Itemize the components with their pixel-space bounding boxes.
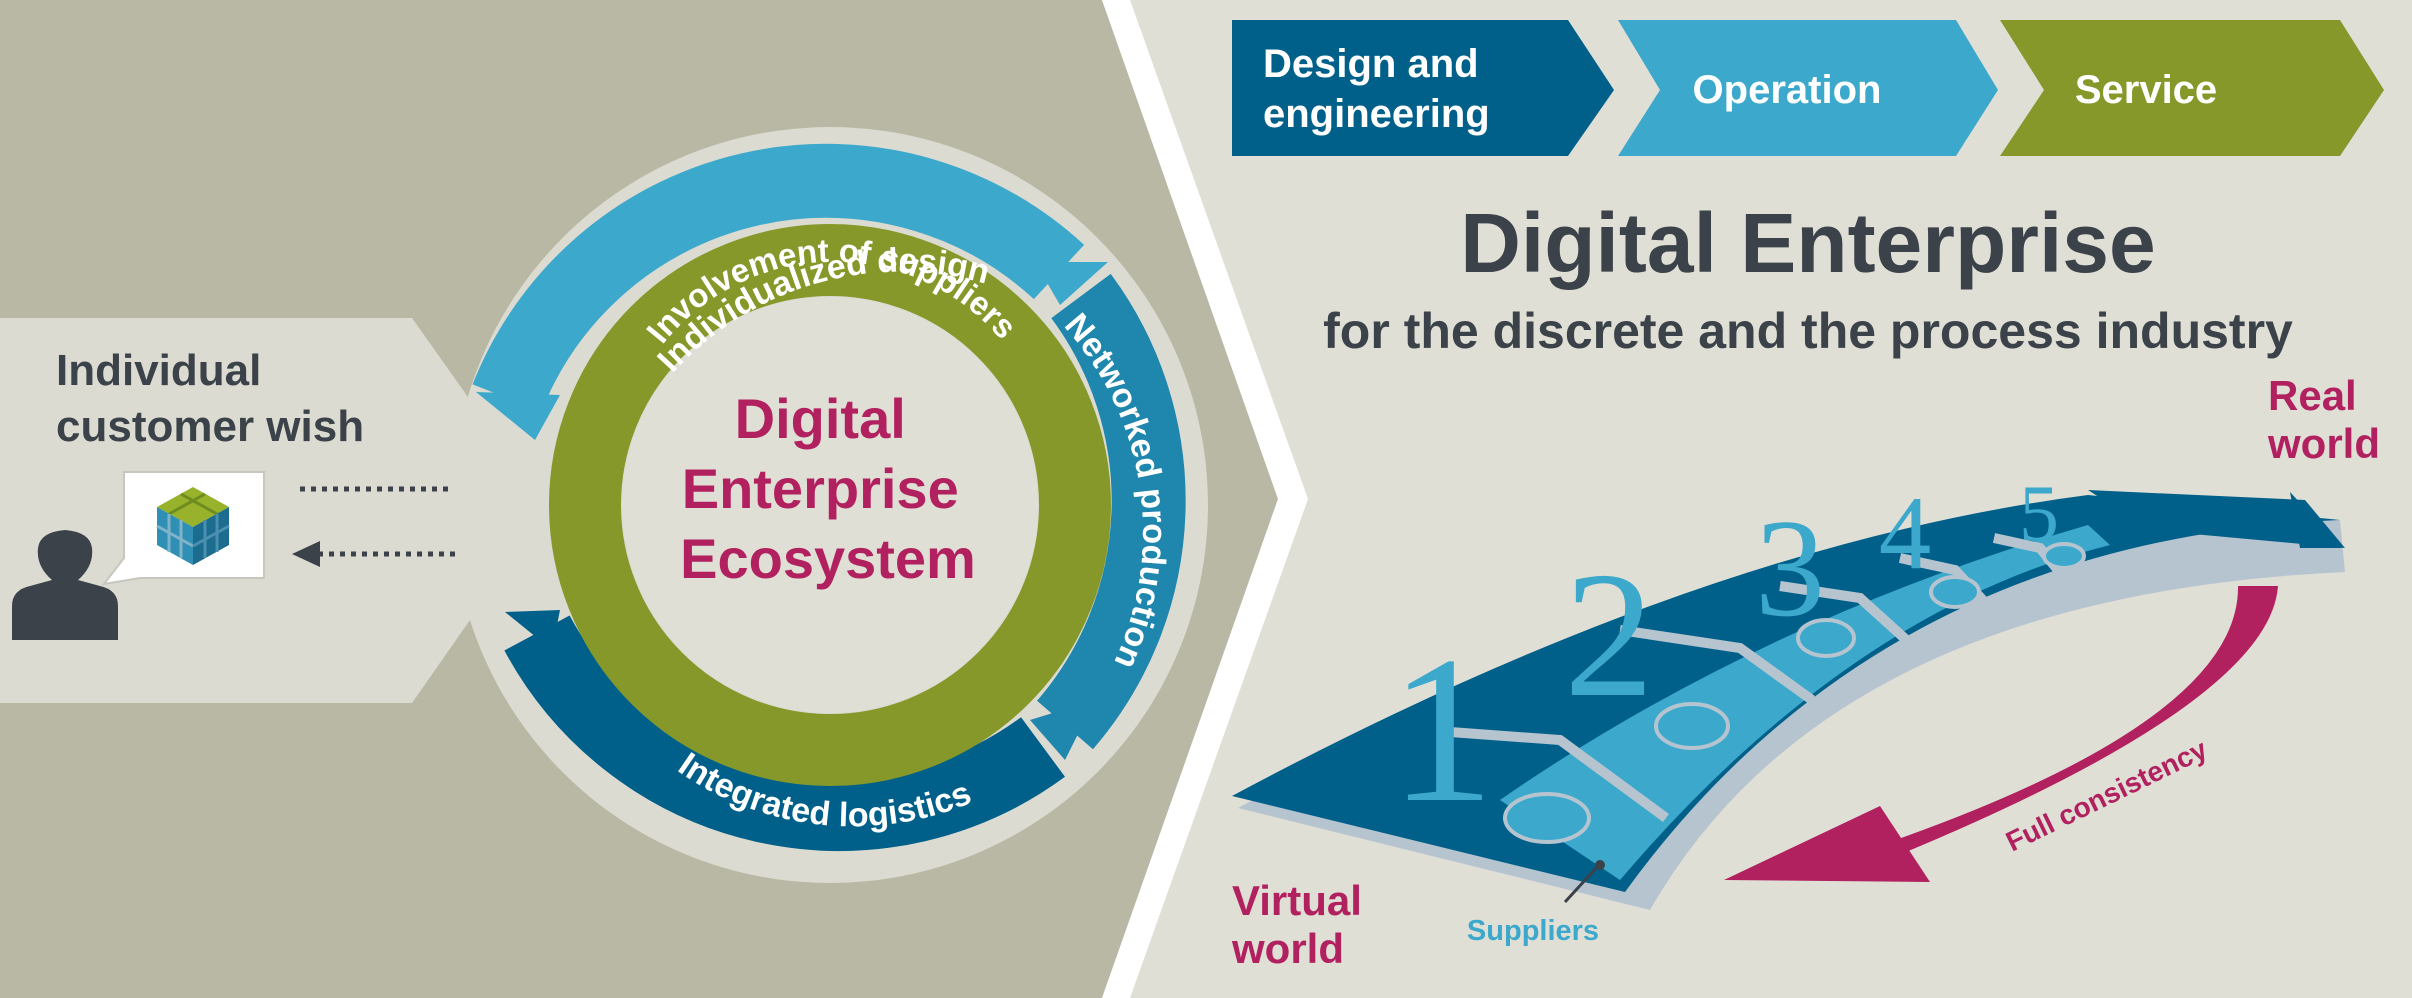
step-number-1: 1 <box>1390 614 1495 846</box>
step-number-3: 3 <box>1755 491 1825 646</box>
step-number-4: 4 <box>1879 474 1932 591</box>
arrowhead-logistics <box>1030 700 1095 760</box>
tab-operation-label: Operation <box>1693 68 1882 112</box>
arc-integrated-logistics <box>504 615 1065 851</box>
arc-networked-production <box>1036 273 1186 750</box>
full-consistency-arrowhead <box>1724 806 1930 882</box>
puzzle-top-arrow <box>2088 490 2345 548</box>
arc-individualized-design <box>472 143 1085 412</box>
suppliers-pointer-dot <box>1595 860 1605 870</box>
virtual-world-label: Virtual world <box>1231 877 1374 972</box>
puzzle-arrowhead <box>2290 492 2342 548</box>
headline-title: Digital Enterprise <box>1460 196 2156 290</box>
arrowhead-networked <box>1035 262 1108 305</box>
ecosystem-title: Digital Enterprise Ecosystem <box>680 387 976 590</box>
ecosystem-center <box>622 297 1038 713</box>
tab-design-engineering-label: Design and engineering <box>1263 42 1490 136</box>
step-number-2: 2 <box>1564 535 1654 734</box>
arrowhead-design <box>476 392 560 440</box>
cube-icon <box>156 487 230 565</box>
suppliers-pointer <box>1563 864 1600 904</box>
tab-service <box>2000 20 2384 156</box>
step-number-5: 5 <box>2019 470 2059 558</box>
puzzle-knobs <box>1503 542 2086 844</box>
tab-operation <box>1618 20 1998 156</box>
suppliers-ring <box>549 224 1111 786</box>
tab-service-label: Service <box>2075 68 2217 112</box>
customer-wish-label: Individual customer wish <box>56 346 364 451</box>
suppliers-label: Suppliers <box>1467 915 1599 947</box>
tab-design-engineering <box>1232 20 1614 156</box>
real-world-label: Real world <box>2267 372 2380 467</box>
full-consistency-arrow <box>1884 586 2278 852</box>
arrowhead-logistics-tail <box>505 610 560 650</box>
person-icon <box>12 530 118 640</box>
headline-subtitle: for the discrete and the process industr… <box>1323 303 2293 359</box>
puzzle-supplier-band <box>1500 525 2110 880</box>
